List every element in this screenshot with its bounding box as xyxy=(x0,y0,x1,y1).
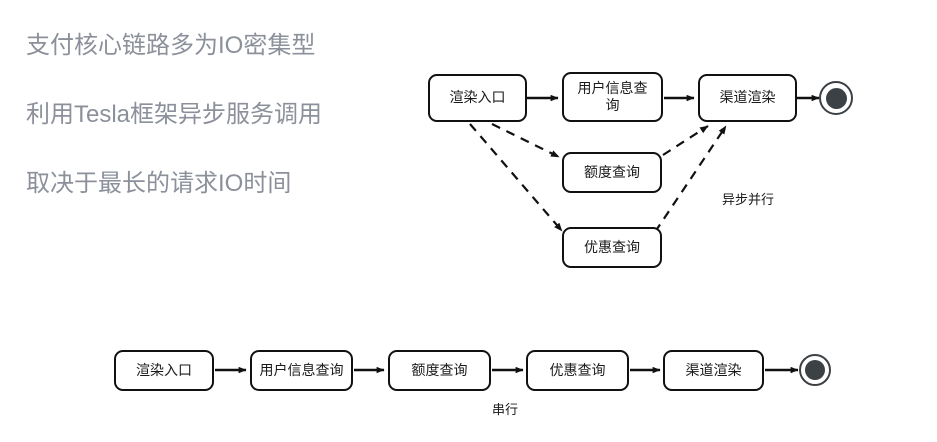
bullet-line-2: 利用Tesla框架异步服务调用 xyxy=(26,101,323,128)
edge-entry-to-quota-dashed xyxy=(491,123,560,158)
bullet-line-3: 取决于最长的请求IO时间 xyxy=(26,170,292,197)
async-node-entry[interactable]: 渲染入口 xyxy=(428,74,527,122)
serial-end-state-circle-icon xyxy=(799,354,831,386)
serial-node-3[interactable]: 优惠查询 xyxy=(526,350,629,391)
edge-promo-to-channel-dashed xyxy=(654,125,727,233)
serial-node-2[interactable]: 额度查询 xyxy=(388,350,491,391)
edge-quota-to-channel-dashed xyxy=(662,125,709,156)
async-end-state-core xyxy=(825,87,847,109)
serial-end-state-core xyxy=(805,360,825,380)
async-node-user-info[interactable]: 用户信息查询 xyxy=(562,72,663,122)
async-node-promo[interactable]: 优惠查询 xyxy=(562,227,662,268)
async-caption: 异步并行 xyxy=(722,192,775,207)
edge-entry-to-promo-dashed xyxy=(469,123,563,232)
serial-caption: 串行 xyxy=(492,402,519,417)
serial-node-4[interactable]: 渠道渲染 xyxy=(663,350,764,391)
bullet-text-block: 支付核心链路多为IO密集型 利用Tesla框架异步服务调用 取决于最长的请求IO… xyxy=(26,34,426,241)
serial-node-1[interactable]: 用户信息查询 xyxy=(250,350,353,391)
async-node-channel-render[interactable]: 渠道渲染 xyxy=(698,74,797,122)
serial-node-0[interactable]: 渲染入口 xyxy=(114,350,214,391)
async-end-state-circle-icon xyxy=(819,81,853,115)
async-node-quota[interactable]: 额度查询 xyxy=(562,152,662,193)
bullet-line-1: 支付核心链路多为IO密集型 xyxy=(26,32,316,59)
